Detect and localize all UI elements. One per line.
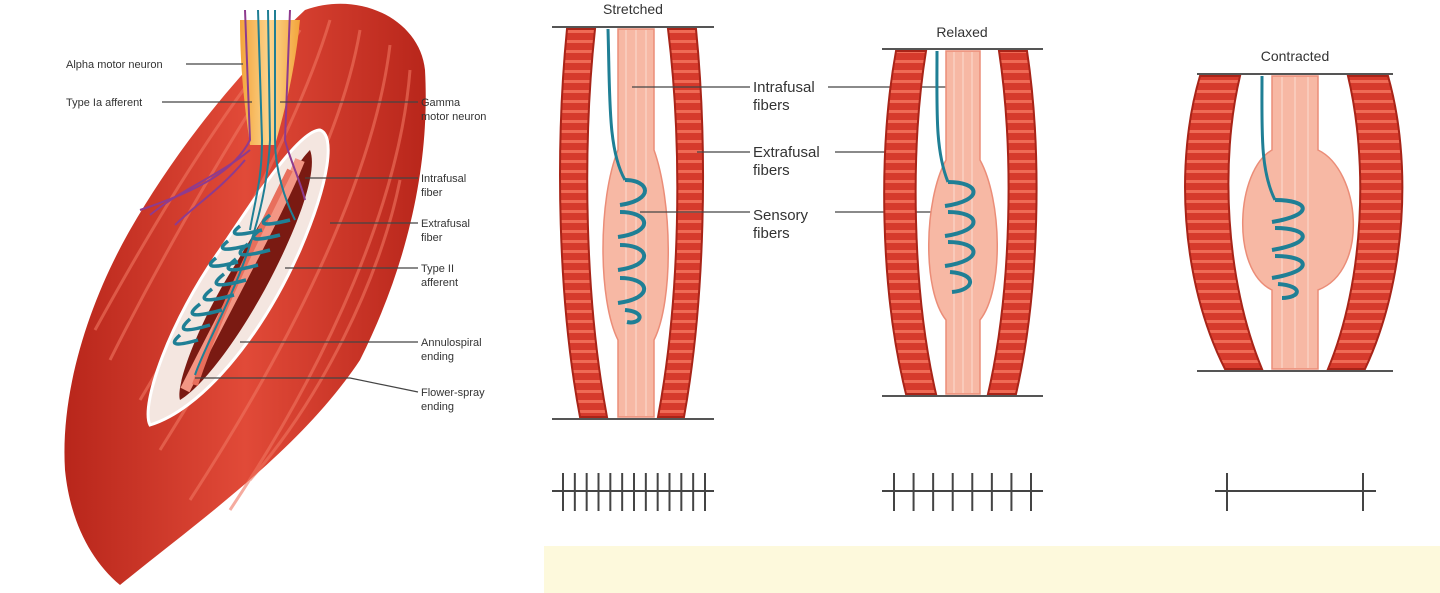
stretched-sensory-coil (617, 178, 647, 325)
contracted-intrafusal (1242, 75, 1355, 370)
stretched-extrafusal-right (656, 28, 705, 418)
label-extrafusal-line2: fiber (421, 232, 443, 244)
answer-box (544, 546, 1440, 593)
stretched-extrafusal-left (559, 28, 609, 418)
label-extrafusal-fibers-line1: Extrafusal (753, 144, 820, 161)
contracted-spindle: Contracted (1184, 48, 1404, 372)
label-extrafusal-fibers-line2: fibers (753, 162, 790, 179)
label-intrafusal-line1: Intrafusal (421, 173, 466, 185)
label-type-ia-afferent: Type Ia afferent (66, 97, 142, 109)
label-extrafusal-line1: Extrafusal (421, 218, 470, 230)
label-gamma-line1: Gamma (421, 97, 461, 109)
label-sensory-fibers-line1: Sensory (753, 207, 809, 224)
gamma-motor-fibers (139, 9, 306, 226)
label-alpha-motor-neuron: Alpha motor neuron (66, 59, 163, 71)
contracted-firing-spikes (1226, 473, 1364, 511)
stretched-spindle: Stretched (552, 1, 714, 420)
title-stretched: Stretched (603, 1, 663, 17)
label-intrafusal-fibers-line1: Intrafusal (753, 79, 815, 96)
title-relaxed: Relaxed (936, 24, 987, 40)
label-flower-spray-line2: ending (421, 401, 454, 413)
contracted-sensory-coil (1271, 198, 1305, 300)
contracted-extrafusal-left (1184, 75, 1264, 370)
label-type-ii-line1: Type II (421, 263, 454, 275)
relaxed-spindle: Relaxed (882, 24, 1043, 397)
label-intrafusal-line2: fiber (421, 187, 443, 199)
relaxed-firing-spikes (893, 473, 1032, 511)
stretched-firing-spikes (562, 473, 706, 511)
label-intrafusal-fibers-line2: fibers (753, 97, 790, 114)
relaxed-sensory-coil (944, 180, 976, 294)
label-annulospiral-line2: ending (421, 351, 454, 363)
fiber-labels: Intrafusal fibers Extrafusal fibers Sens… (632, 79, 965, 242)
muscle-illustration: Alpha motor neuron Type Ia afferent Gamm… (64, 3, 486, 586)
annulospiral-ending (172, 213, 291, 346)
firing-trains (552, 473, 1376, 511)
label-flower-spray-line1: Flower-spray (421, 387, 485, 399)
title-contracted: Contracted (1261, 48, 1329, 64)
contracted-extrafusal-right (1326, 75, 1404, 370)
label-type-ii-line2: afferent (421, 277, 458, 289)
label-gamma-line2: motor neuron (421, 111, 486, 123)
relaxed-extrafusal-left (883, 50, 938, 395)
label-annulospiral-line1: Annulospiral (421, 337, 482, 349)
relaxed-extrafusal-right (986, 50, 1038, 395)
label-sensory-fibers-line2: fibers (753, 225, 790, 242)
